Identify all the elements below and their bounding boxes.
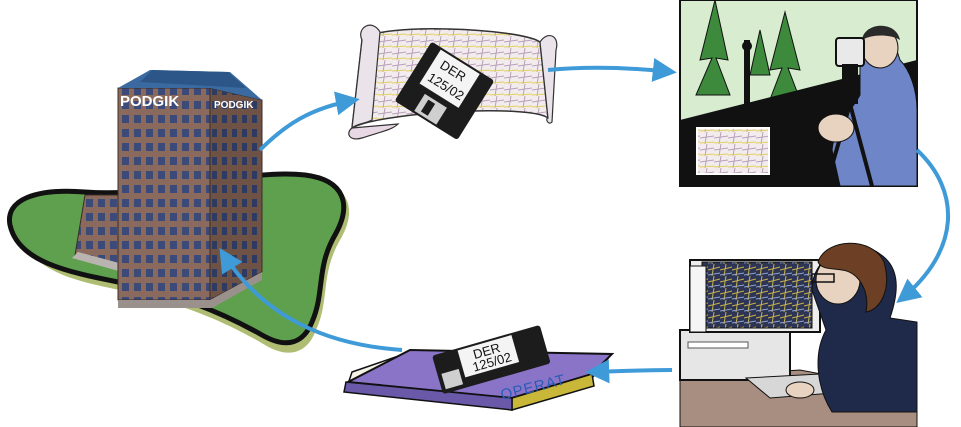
- arrow-book-to-building: [219, 247, 403, 352]
- book-disk-line1: DER: [471, 340, 502, 362]
- book-floppy-disk-icon: DER 125/02: [432, 325, 551, 394]
- arrow-map-to-survey: [547, 58, 677, 82]
- building-sign-main: PODGIK: [120, 93, 179, 110]
- map-scroll-icon: DER 125/02: [348, 24, 558, 140]
- building-sign-side: PODGIK: [214, 100, 254, 111]
- floppy-disk-icon: DER 125/02: [395, 42, 494, 140]
- surveyor-scene-icon: [679, 0, 918, 187]
- building-icon: PODGIK PODGIK: [7, 70, 350, 353]
- arrow-survey-to-computer: [896, 148, 951, 304]
- arrow-computer-to-book: [585, 359, 673, 384]
- arrow-building-to-map: [258, 91, 360, 152]
- computer-operator-icon: [679, 242, 918, 427]
- book-icon: OPERAT DER 125/02: [343, 325, 615, 412]
